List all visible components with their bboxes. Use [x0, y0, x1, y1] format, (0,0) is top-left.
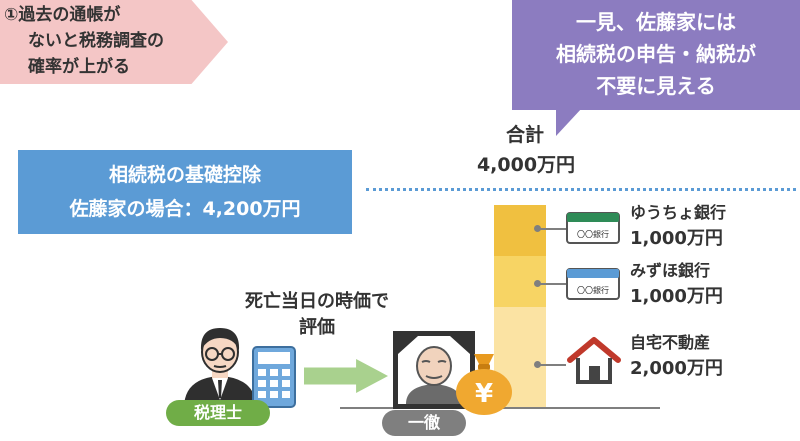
circled-number: ①	[4, 5, 19, 25]
leader-line	[538, 283, 566, 285]
tax-accountant-tag: 税理士	[166, 400, 270, 426]
money-bag-icon: ¥	[456, 354, 512, 415]
leader-dot	[534, 280, 541, 287]
callout-line-3: 不要に見える	[596, 74, 716, 98]
svg-text:〇〇銀行: 〇〇銀行	[577, 229, 609, 239]
asset-label-mizuho: みずほ銀行 1,000万円	[630, 258, 723, 310]
portrait-icon	[393, 331, 475, 409]
deduction-box	[18, 150, 352, 234]
deduction-amount: 佐藤家の場合：4,200万円	[69, 198, 301, 220]
asset-name: みずほ銀行	[630, 261, 711, 280]
banner-line-3: 確率が上がる	[28, 57, 130, 77]
asset-name: ゆうちょ銀行	[630, 203, 727, 222]
asset-amount: 1,000万円	[630, 286, 723, 307]
svg-text:¥: ¥	[475, 379, 493, 409]
deduction-threshold-line	[366, 188, 796, 191]
asset-name: 自宅不動産	[630, 333, 711, 352]
house-icon	[567, 337, 621, 384]
speech-callout	[512, 0, 800, 110]
total-value: 4,000万円	[476, 154, 576, 176]
tax-accountant-icon	[184, 328, 256, 408]
valuation-line-2: 評価	[299, 317, 335, 338]
valuation-note: 死亡当日の時価で 評価	[222, 289, 412, 341]
asset-amount: 2,000万円	[630, 358, 723, 379]
leader-line	[538, 228, 566, 230]
calculator-icon	[252, 346, 296, 408]
banner-line-1: 過去の通帳が	[18, 5, 121, 25]
right-arrow-icon	[304, 359, 388, 393]
asset-label-yucho: ゆうちょ銀行 1,000万円	[630, 200, 726, 252]
speech-callout-text: 一見、佐藤家には 相続税の申告・納税が 不要に見える	[512, 6, 800, 102]
bankbook-icon: 〇〇銀行	[566, 212, 620, 244]
warning-banner-text: ①過去の通帳が ないと税務調査の 確率が上がる	[4, 2, 204, 80]
leader-line	[538, 364, 566, 366]
total-label: 合計	[505, 124, 544, 146]
callout-line-1: 一見、佐藤家には	[576, 10, 736, 34]
deceased-name-tag: 一徹	[382, 410, 466, 436]
banner-line-2: ないと税務調査の	[28, 31, 164, 51]
warning-banner	[0, 0, 228, 84]
svg-text:〇〇銀行: 〇〇銀行	[577, 285, 609, 295]
asset-label-home: 自宅不動産 2,000万円	[630, 330, 723, 382]
deduction-box-text: 相続税の基礎控除 佐藤家の場合：4,200万円	[18, 158, 352, 226]
leader-dot	[534, 225, 541, 232]
callout-line-2: 相続税の申告・納税が	[556, 42, 756, 66]
valuation-line-1: 死亡当日の時価で	[245, 291, 389, 312]
asset-amount: 1,000万円	[630, 228, 723, 249]
bankbook-icon: 〇〇銀行	[566, 268, 620, 300]
deduction-title: 相続税の基礎控除	[108, 164, 261, 186]
speech-callout-tail	[556, 108, 582, 136]
leader-dot	[534, 361, 541, 368]
